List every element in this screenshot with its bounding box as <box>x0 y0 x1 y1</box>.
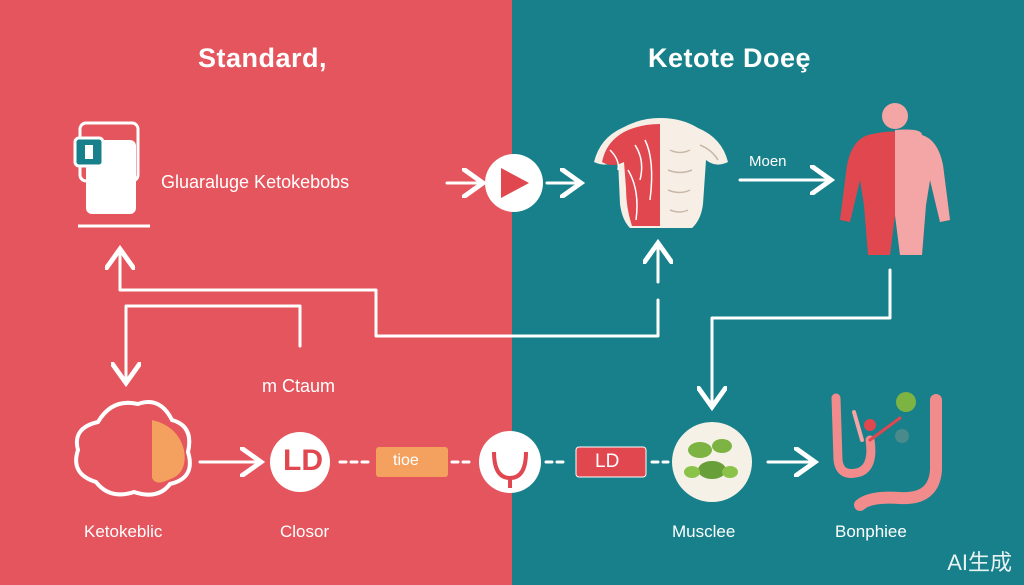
bottom-label-2: Closor <box>280 522 330 541</box>
ld-circle-text: LD <box>283 444 323 477</box>
play-icon <box>485 154 543 212</box>
ld-badge <box>575 446 647 478</box>
watermark: AI生成 <box>947 550 1012 575</box>
muscle-torso-icon <box>594 118 728 228</box>
container-icon <box>73 121 150 228</box>
ld-badge-text: LD <box>595 451 620 472</box>
input-label: Gluaraluge Ketokebobs <box>161 172 350 192</box>
mid-label: m Ctaum <box>262 376 336 396</box>
bottom-label-3: Musclee <box>672 522 736 541</box>
standard-title: Standard, <box>198 43 328 73</box>
bottom-label-4: Bonphiee <box>835 522 907 541</box>
cell-icon <box>672 422 752 502</box>
bottom-label-1: Ketokeblic <box>84 522 163 541</box>
ketone-title: Ketote Doeȩ <box>648 43 812 73</box>
muscle-label: Moen <box>749 153 787 170</box>
tube-badge <box>376 447 448 477</box>
human-figure-icon <box>840 103 950 255</box>
standard-panel <box>0 0 512 585</box>
ketone-panel <box>512 0 1024 585</box>
feedback-arrows <box>120 246 892 404</box>
receptor-icon <box>479 431 541 493</box>
cloud-cell-icon <box>74 400 192 497</box>
gut-organ-icon <box>831 392 942 511</box>
ld-circle <box>270 432 330 492</box>
tube-badge-text: tioe <box>393 452 419 469</box>
top-flow-arrows <box>445 180 828 183</box>
